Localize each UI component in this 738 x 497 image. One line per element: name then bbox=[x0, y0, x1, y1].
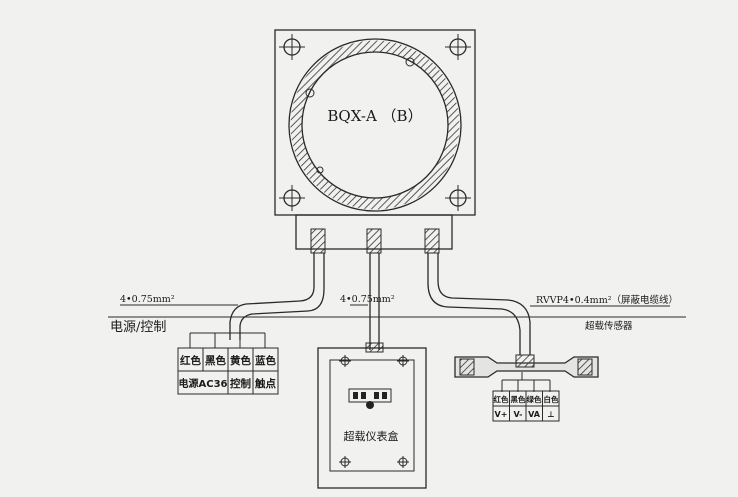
mount-hole-icon bbox=[339, 456, 351, 468]
sensor-cell-bottom: V+ bbox=[495, 410, 508, 419]
meter-box-label: 超载仪表盒 bbox=[344, 429, 399, 443]
mount-hole-icon bbox=[397, 355, 409, 367]
cable-gland-icon bbox=[310, 228, 326, 254]
mount-hole-icon bbox=[339, 355, 351, 367]
load-sensor bbox=[454, 354, 599, 378]
bolt-icon bbox=[279, 185, 305, 211]
bolt-icon bbox=[279, 34, 305, 60]
bolt-icon bbox=[445, 185, 471, 211]
knob-icon bbox=[366, 401, 374, 409]
sensor-title: 超载传感器 bbox=[585, 320, 633, 332]
terminal-box bbox=[295, 214, 453, 254]
cable-gland-icon bbox=[424, 228, 440, 254]
sensor-cell-top: 白色 bbox=[544, 394, 559, 404]
sensor-cell-bottom: V- bbox=[514, 410, 523, 419]
bolt-icon bbox=[445, 34, 471, 60]
meter-cable-spec: 4•0.75mm² bbox=[340, 294, 395, 305]
marker-icon bbox=[405, 57, 415, 67]
power-cell-bottom: 电源AC36 bbox=[179, 377, 228, 390]
power-cell-top: 红色 bbox=[180, 354, 201, 367]
sensor-fanout bbox=[501, 372, 551, 392]
power-cell-top: 黑色 bbox=[205, 354, 226, 367]
meter-box: 超载仪表盒 bbox=[317, 347, 427, 489]
power-cell-top: 蓝色 bbox=[255, 354, 276, 367]
device-model-label: BQX-A （B） bbox=[327, 107, 422, 125]
power-control-table: 红色 黑色 黄色 蓝色 电源AC36 控制 触点 bbox=[177, 347, 279, 395]
marker-icon bbox=[316, 166, 324, 174]
sensor-cell-top: 红色 bbox=[494, 394, 509, 404]
sensor-cell-bottom: ⊥ bbox=[547, 410, 554, 419]
power-control-title: 电源/控制 bbox=[110, 320, 166, 335]
sensor-table: 红色 黑色 绿色 白色 V+ V- VA ⊥ bbox=[492, 390, 560, 422]
marker-icon bbox=[305, 88, 315, 98]
power-fanout bbox=[189, 332, 266, 348]
power-cell-bottom: 触点 bbox=[254, 377, 276, 390]
mount-hole-icon bbox=[397, 456, 409, 468]
power-cell-bottom: 控制 bbox=[230, 377, 251, 390]
cable-gland-icon bbox=[366, 228, 382, 254]
sensor-cable bbox=[427, 253, 531, 355]
power-cable bbox=[229, 253, 325, 340]
power-cell-top: 黄色 bbox=[230, 354, 251, 367]
power-cable-spec: 4•0.75mm² bbox=[120, 294, 175, 305]
sensor-cell-top: 黑色 bbox=[511, 394, 526, 404]
device-housing: BQX-A （B） bbox=[274, 29, 476, 216]
sensor-cable-spec: RVVP4•0.4mm²（屏蔽电缆线） bbox=[536, 294, 678, 306]
sensor-cell-bottom: VA bbox=[528, 410, 541, 419]
sensor-cell-top: 绿色 bbox=[527, 394, 542, 404]
